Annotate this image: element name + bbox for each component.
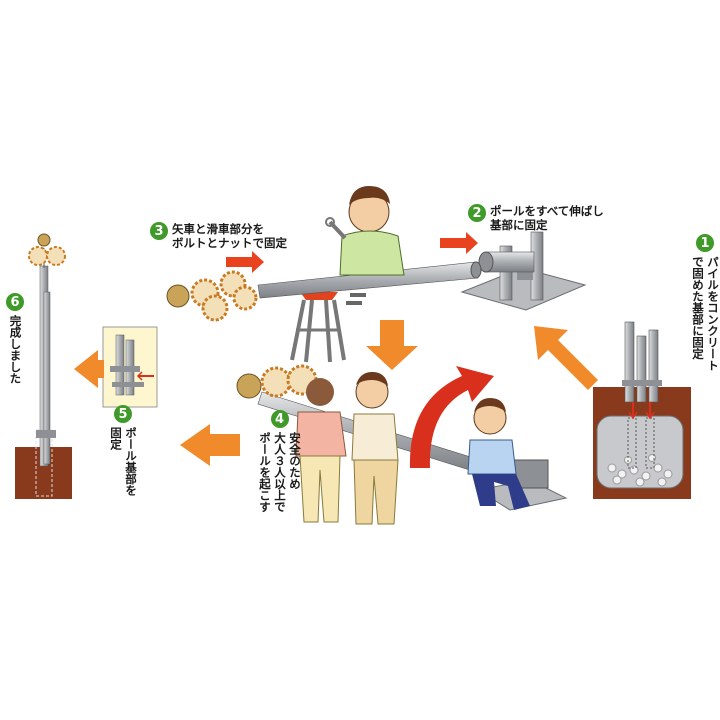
step5-base-fix-illustration bbox=[102, 326, 158, 408]
step4-text-line3: ポールを起こす bbox=[258, 432, 272, 513]
step6-text-line1: 完成しました bbox=[8, 315, 23, 384]
step4-text-line2: 大人３人以上で bbox=[273, 432, 287, 513]
step1-number-badge: 1 bbox=[696, 234, 714, 252]
step1-text-line1: パイルをコンクリート bbox=[706, 256, 720, 371]
step5-text-line2: 固定 bbox=[109, 427, 123, 450]
step4-raising-illustration bbox=[236, 364, 568, 525]
step2-label: 2 ポールをすべて伸ばし 基部に固定 bbox=[468, 204, 604, 232]
step2-pole-base-illustration bbox=[460, 231, 587, 311]
step6-completed-pole-illustration bbox=[15, 233, 72, 499]
step3-number-badge: 3 bbox=[150, 222, 168, 240]
step3-text-line2: ボルトとナットで固定 bbox=[172, 236, 287, 250]
arrow-step4-to-step5 bbox=[180, 424, 240, 466]
step3-label: 3 矢車と滑車部分を ボルトとナットで固定 bbox=[150, 222, 287, 250]
step2-text-line2: 基部に固定 bbox=[490, 218, 548, 232]
step5-label: 5 ポール基部を 固定 bbox=[108, 405, 138, 496]
step5-number-badge: 5 bbox=[114, 405, 132, 423]
arrow-step3-to-step4 bbox=[366, 320, 418, 370]
step3-text-line1: 矢車と滑車部分を bbox=[172, 222, 264, 236]
step1-text-line2: で固めた基部に固定 bbox=[691, 256, 705, 360]
step3-assembly-illustration bbox=[166, 186, 482, 363]
step6-label: 6 完成しました bbox=[6, 293, 24, 384]
arrow-step5-to-step6 bbox=[74, 350, 104, 388]
step1-label: 1 パイルをコンクリート で固めた基部に固定 bbox=[690, 234, 720, 371]
step4-number-badge: 4 bbox=[270, 410, 289, 428]
step5-text-line1: ポール基部を bbox=[124, 427, 138, 496]
step4-text-line1: 安全のため bbox=[288, 432, 302, 490]
step4-label: 4 安全のため 大人３人以上で ポールを起こす bbox=[257, 410, 302, 513]
step6-number-badge: 6 bbox=[6, 293, 24, 311]
step1-concrete-base-illustration bbox=[593, 321, 691, 499]
step2-text-line1: ポールをすべて伸ばし bbox=[490, 204, 604, 218]
arrow-step3-insert bbox=[226, 251, 264, 273]
arrow-step1-to-step2 bbox=[534, 326, 598, 390]
step2-number-badge: 2 bbox=[468, 204, 486, 222]
arrow-step3-to-step2 bbox=[440, 232, 478, 254]
